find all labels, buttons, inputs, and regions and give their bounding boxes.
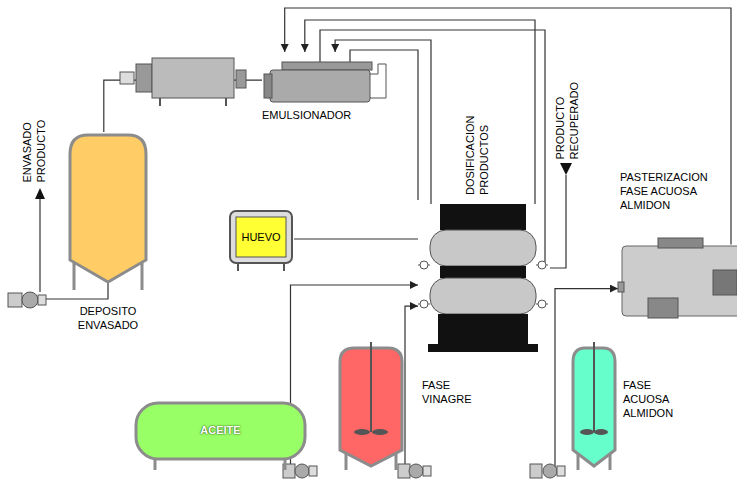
node-label: DOSIFICACION PRODUCTOS bbox=[463, 95, 491, 195]
pump-symbol bbox=[530, 464, 565, 478]
pump-symbol bbox=[398, 464, 431, 478]
pasteurizer: PASTERIZACION FASE ACUOSA ALMIDON bbox=[618, 170, 737, 322]
pipe-connector bbox=[555, 289, 618, 469]
node-label: EMULSIONADOR bbox=[262, 108, 388, 122]
node-label: ACEITE bbox=[153, 423, 288, 437]
dosing-unit: DOSIFICACION PRODUCTOS bbox=[418, 204, 548, 352]
emulsifier-machine: EMULSIONADOR bbox=[262, 52, 388, 128]
node-label: PASTERIZACION FASE ACUOSA ALMIDON bbox=[620, 170, 715, 212]
vinegar-tank-shape bbox=[338, 342, 463, 472]
node-label: DEPOSITO ENVASADO bbox=[66, 304, 150, 332]
pipe bbox=[39, 198, 40, 292]
pipe bbox=[550, 175, 566, 268]
dosing-unit-shape bbox=[418, 204, 548, 352]
egg-container: HUEVO bbox=[228, 207, 294, 271]
pump-symbol bbox=[8, 292, 46, 308]
starch-tank: FASE ACUOSA ALMIDON bbox=[550, 342, 690, 472]
pipe-connector bbox=[405, 306, 418, 468]
oil-tank: ACEITE bbox=[133, 400, 308, 472]
flow-label: PRODUCTO RECUPERADO bbox=[552, 65, 580, 160]
node-label: FASE VINAGRE bbox=[422, 378, 477, 406]
pipe-connector bbox=[285, 8, 731, 245]
storage-tank: DEPOSITO ENVASADO bbox=[66, 132, 150, 337]
vinegar-tank: FASE VINAGRE bbox=[338, 342, 463, 472]
flow-arrow bbox=[35, 188, 45, 199]
transfer-pump bbox=[120, 58, 246, 106]
pipe-connector bbox=[294, 238, 418, 239]
flow-arrow bbox=[560, 163, 572, 175]
flow-label: ENVASADO PRODUCTO bbox=[19, 88, 47, 183]
node-label: HUEVO bbox=[236, 230, 286, 244]
pump-symbol bbox=[283, 464, 317, 478]
pipe bbox=[46, 282, 108, 299]
node-label: FASE ACUOSA ALMIDON bbox=[623, 378, 683, 420]
